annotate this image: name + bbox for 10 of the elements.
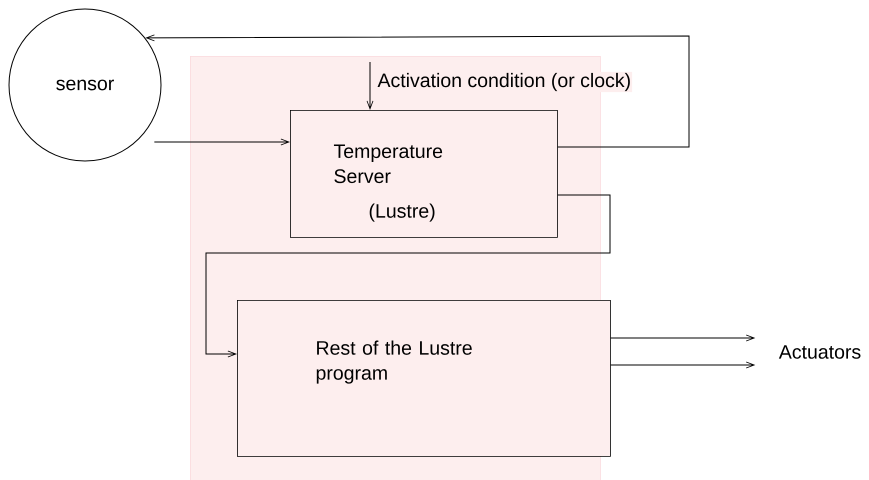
arrow — [610, 362, 756, 368]
arrow — [145, 34, 690, 148]
arrow — [154, 138, 290, 146]
arrow — [610, 334, 756, 342]
output-label: Actuators — [778, 345, 860, 359]
process-box: Rest of the Lustre program — [237, 300, 611, 457]
process-box: Temperature Server (Lustre) — [290, 110, 558, 238]
edge-label: Activation condition (or clock) — [376, 72, 632, 92]
arrow — [206, 194, 610, 358]
arrow — [366, 62, 374, 110]
